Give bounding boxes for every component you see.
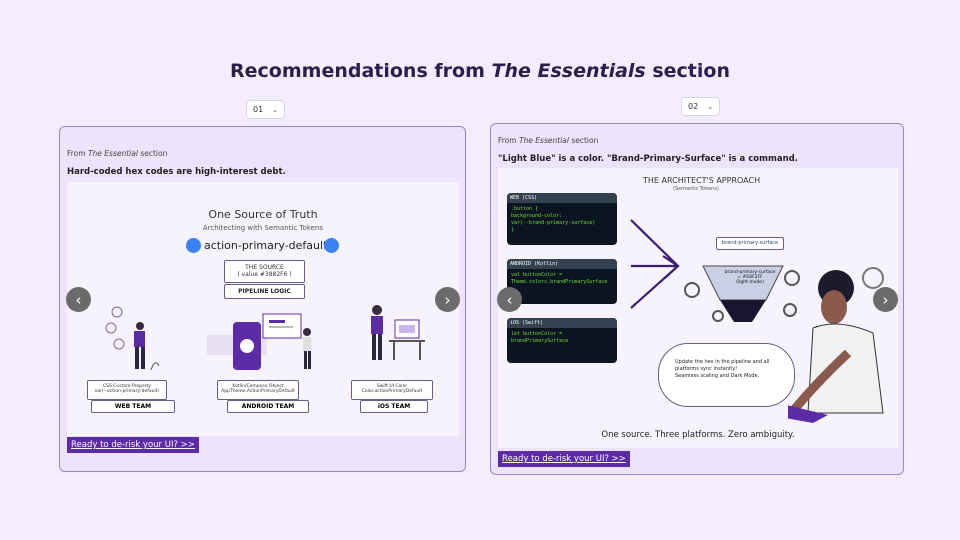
card-source-label: From The Essential section <box>67 149 168 158</box>
team-desc: Kotlin/Compose Object <box>232 384 284 389</box>
chevron-right-icon: › <box>444 290 451 309</box>
token-dot <box>324 238 339 253</box>
infographic-title: One Source of Truth <box>208 208 318 221</box>
pipeline-logic: PIPELINE LOGIC <box>224 284 305 299</box>
team-desc: CSS Custom Property <box>103 384 151 389</box>
team-desc: var(--action-primary-default) <box>94 389 160 394</box>
source-box: THE SOURCE ( value #3882F6 ) <box>224 260 305 283</box>
team-desc: Swift UI Color <box>376 384 408 389</box>
web-team-label: WEB TEAM <box>91 400 175 413</box>
code-line: val buttonColor = <box>511 272 563 278</box>
code-label: WEB (CSS) <box>507 193 617 203</box>
token-name: action-primary-default <box>204 239 328 252</box>
cta-link[interactable]: Ready to de-risk your UI? >> <box>498 451 630 467</box>
funnel-gears-illustration <box>684 265 800 322</box>
web-token-box: CSS Custom Property var(--action-primary… <box>87 380 167 400</box>
funnel-line: (light mode) <box>736 280 764 285</box>
chevron-down-icon: ⌄ <box>707 102 714 111</box>
chevron-down-icon: ⌄ <box>272 105 279 114</box>
chevron-left-icon: ‹ <box>506 290 513 309</box>
bubble-line: platforms sync instantly! <box>675 366 738 372</box>
code-line: var(--brand-primary-surface) <box>511 220 596 226</box>
infographic-panel: THE ARCHITECT'S APPROACH (Semantic Token… <box>498 168 898 448</box>
code-line: brandPrimarySurface <box>511 338 569 344</box>
team-desc: Color.actionPrimaryDefault <box>361 389 423 394</box>
chevron-right-icon: › <box>882 290 889 309</box>
code-line: let buttonColor = <box>511 331 563 337</box>
page-title: Recommendations from The Essentials sect… <box>230 60 730 82</box>
code-line: } <box>511 227 515 233</box>
code-block-android: ANDROID (Kotlin) val buttonColor = Theme… <box>507 259 617 304</box>
bubble-line: Update the hex in the pipeline and all <box>675 359 770 365</box>
select-value: 01 <box>253 105 264 114</box>
team-desc: AppTheme.ActionPrimaryDefault <box>221 389 295 394</box>
carousel-prev-arrow[interactable]: ‹ <box>66 287 91 312</box>
carousel-next-arrow[interactable]: › <box>873 287 898 312</box>
converging-arrows <box>630 219 680 309</box>
slide-select-1[interactable]: 01 ⌄ <box>246 100 286 119</box>
funnel-line: brand-primary-surface <box>724 270 776 275</box>
code-label: iOS (Swift) <box>507 318 617 328</box>
infographic-panel: One Source of Truth Architecting with Se… <box>67 182 459 436</box>
code-block-ios: iOS (Swift) let buttonColor = brandPrima… <box>507 318 617 363</box>
web-team-illustration <box>105 306 160 371</box>
recommendation-card-2: From The Essential section "Light Blue" … <box>490 123 904 475</box>
recommendation-card-1: From The Essential section Hard-coded he… <box>59 126 466 472</box>
funnel-text: brand-primary-surface = #E8F2FF (light m… <box>720 270 780 285</box>
android-team-label: ANDROID TEAM <box>227 400 309 413</box>
code-line: background-color: <box>511 213 563 219</box>
ios-token-box: Swift UI Color Color.actionPrimaryDefaul… <box>351 380 433 400</box>
chevron-left-icon: ‹ <box>75 290 82 309</box>
token-label: brand-primary-surface <box>716 237 784 250</box>
carousel-prev-arrow[interactable]: ‹ <box>497 287 522 312</box>
cta-link[interactable]: Ready to de-risk your UI? >> <box>67 437 199 453</box>
code-line: .button { <box>511 206 539 212</box>
infographic-title: THE ARCHITECT'S APPROACH <box>643 176 761 185</box>
source-value: ( value #3882F6 ) <box>237 271 292 278</box>
infographic-subtitle: (Semantic Tokens) <box>673 186 719 192</box>
developer-illustration <box>788 267 884 423</box>
android-team-illustration <box>207 313 311 370</box>
ios-team-label: iOS TEAM <box>360 400 428 413</box>
infographic-caption: One source. Three platforms. Zero ambigu… <box>601 430 795 440</box>
ios-team-illustration <box>371 305 425 360</box>
android-token-box: Kotlin/Compose Object AppTheme.ActionPri… <box>217 380 299 400</box>
source-label: THE SOURCE <box>245 264 284 271</box>
card-headline: "Light Blue" is a color. "Brand-Primary-… <box>498 154 798 164</box>
funnel-line: = #E8F2FF <box>737 275 763 280</box>
card-source-label: From The Essential section <box>498 136 599 145</box>
code-line: Theme.colors.brandPrimarySurface <box>511 279 608 285</box>
bubble-line: Seamless scaling and Dark Mode. <box>675 373 760 379</box>
slide-select-2[interactable]: 02 ⌄ <box>681 97 721 116</box>
select-value: 02 <box>688 102 699 111</box>
infographic-subtitle: Architecting with Semantic Tokens <box>202 224 324 232</box>
code-block-web: WEB (CSS) .button { background-color: va… <box>507 193 617 245</box>
code-label: ANDROID (Kotlin) <box>507 259 617 269</box>
speech-bubble: Update the hex in the pipeline and all p… <box>658 343 795 407</box>
card-headline: Hard-coded hex codes are high-interest d… <box>67 167 286 177</box>
token-dot <box>186 238 201 253</box>
carousel-next-arrow[interactable]: › <box>435 287 460 312</box>
